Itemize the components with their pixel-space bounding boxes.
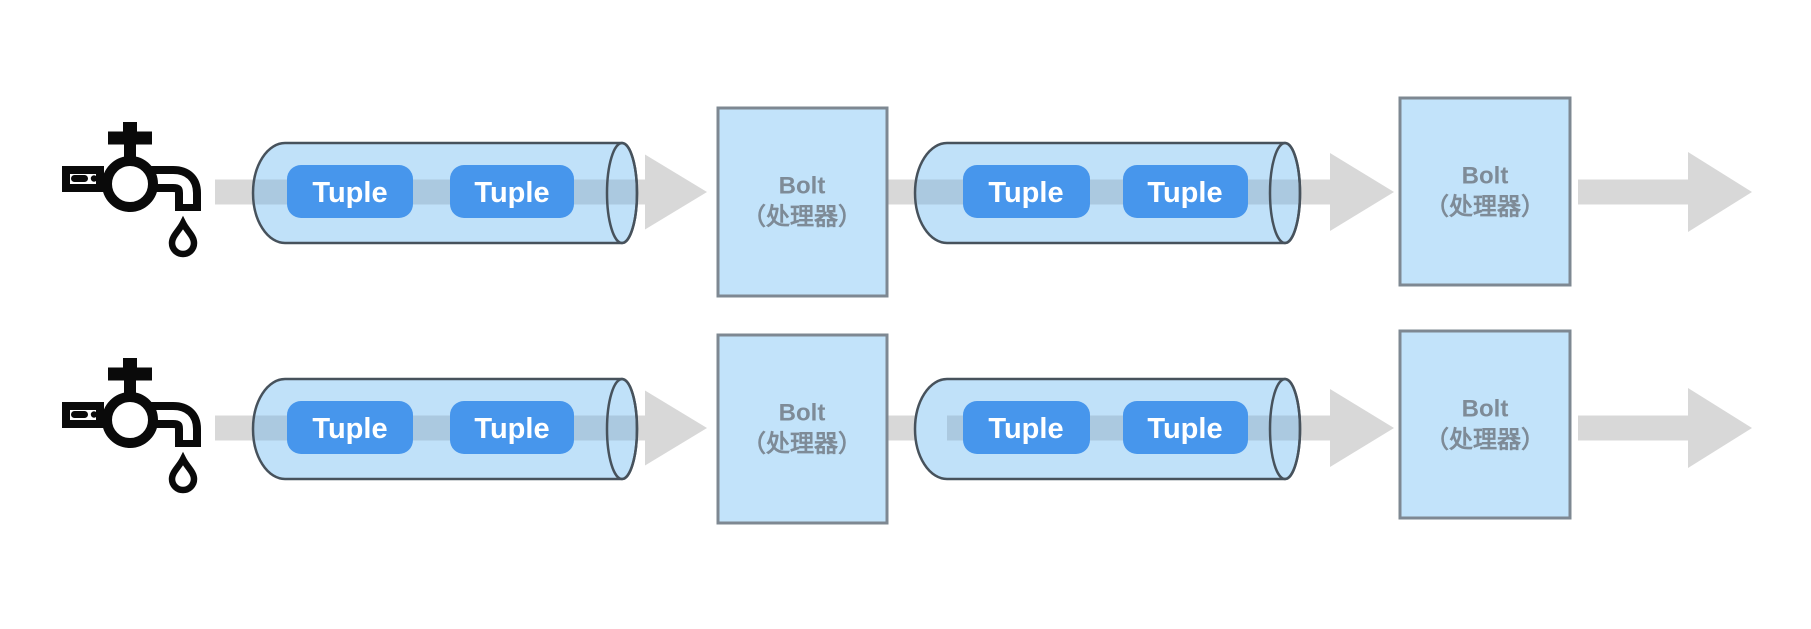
tuple-node: Tuple	[450, 165, 574, 218]
tuple-label: Tuple	[474, 177, 549, 209]
pipeline-row-2: Tuple Tuple Bolt （处理器） Tuple	[66, 329, 1752, 525]
bolt-label-zh: （处理器）	[1425, 194, 1545, 221]
tuple-box	[287, 165, 413, 218]
stream-segment	[1578, 179, 1690, 205]
bolt-label-zh: （处理器）	[742, 204, 862, 231]
tuple-node: Tuple	[450, 401, 574, 454]
arrowhead-icon	[645, 390, 707, 466]
tuple-box	[287, 401, 413, 454]
tuple-box	[450, 401, 574, 454]
tuple-node: Tuple	[287, 165, 413, 218]
bolt-node: Bolt （处理器）	[716, 106, 889, 298]
arrow-right-icon	[1688, 152, 1752, 232]
bolt-box	[716, 106, 889, 298]
arrow-right-icon	[1688, 388, 1752, 468]
bolt-node: Bolt （处理器）	[1398, 96, 1572, 287]
tuple-label: Tuple	[988, 413, 1063, 445]
tuple-node: Tuple	[963, 401, 1090, 454]
stream-cylinder: Tuple Tuple	[251, 141, 639, 245]
cylinder-end-cap	[1268, 141, 1302, 245]
arrowhead-icon	[645, 154, 707, 230]
cylinder-end-cap	[605, 377, 639, 481]
bolt-label-en: Bolt	[779, 173, 826, 200]
cylinder-end-cap	[1268, 377, 1302, 481]
tuple-label: Tuple	[1147, 177, 1222, 209]
bolt-label-en: Bolt	[779, 400, 826, 427]
cylinder-end-cap	[605, 141, 639, 245]
tuple-label: Tuple	[988, 177, 1063, 209]
bolt-label-zh: （处理器）	[742, 431, 862, 458]
tuple-box	[963, 401, 1090, 454]
bolt-box	[1398, 329, 1572, 520]
bolt-label-zh: （处理器）	[1425, 427, 1545, 454]
bolt-label-en: Bolt	[1462, 396, 1509, 423]
bolt-node: Bolt （处理器）	[1398, 329, 1572, 520]
tuple-box	[1123, 165, 1248, 218]
arrowhead-icon	[1330, 389, 1394, 467]
bolt-label-en: Bolt	[1462, 163, 1509, 190]
tuple-label: Tuple	[312, 177, 387, 209]
bolt-box	[716, 333, 889, 525]
stream-segment	[1578, 415, 1690, 441]
bolt-box	[1398, 96, 1572, 287]
tuple-box	[963, 165, 1090, 218]
tuple-node: Tuple	[963, 165, 1090, 218]
stream-cylinder: Tuple Tuple	[251, 377, 639, 481]
tuple-node: Tuple	[1123, 165, 1248, 218]
pipeline-row-1: Tuple Tuple Bolt （处理器） Tuple	[66, 96, 1752, 298]
tuple-node: Tuple	[287, 401, 413, 454]
tuple-node: Tuple	[1123, 401, 1248, 454]
bolt-node: Bolt （处理器）	[716, 333, 889, 525]
tuple-label: Tuple	[1147, 413, 1222, 445]
tuple-box	[450, 165, 574, 218]
tuple-box	[1123, 401, 1248, 454]
tuple-label: Tuple	[312, 413, 387, 445]
tuple-label: Tuple	[474, 413, 549, 445]
stream-cylinder: Tuple Tuple	[913, 377, 1302, 481]
arrowhead-icon	[1330, 153, 1394, 231]
stream-cylinder: Tuple Tuple	[913, 141, 1302, 245]
